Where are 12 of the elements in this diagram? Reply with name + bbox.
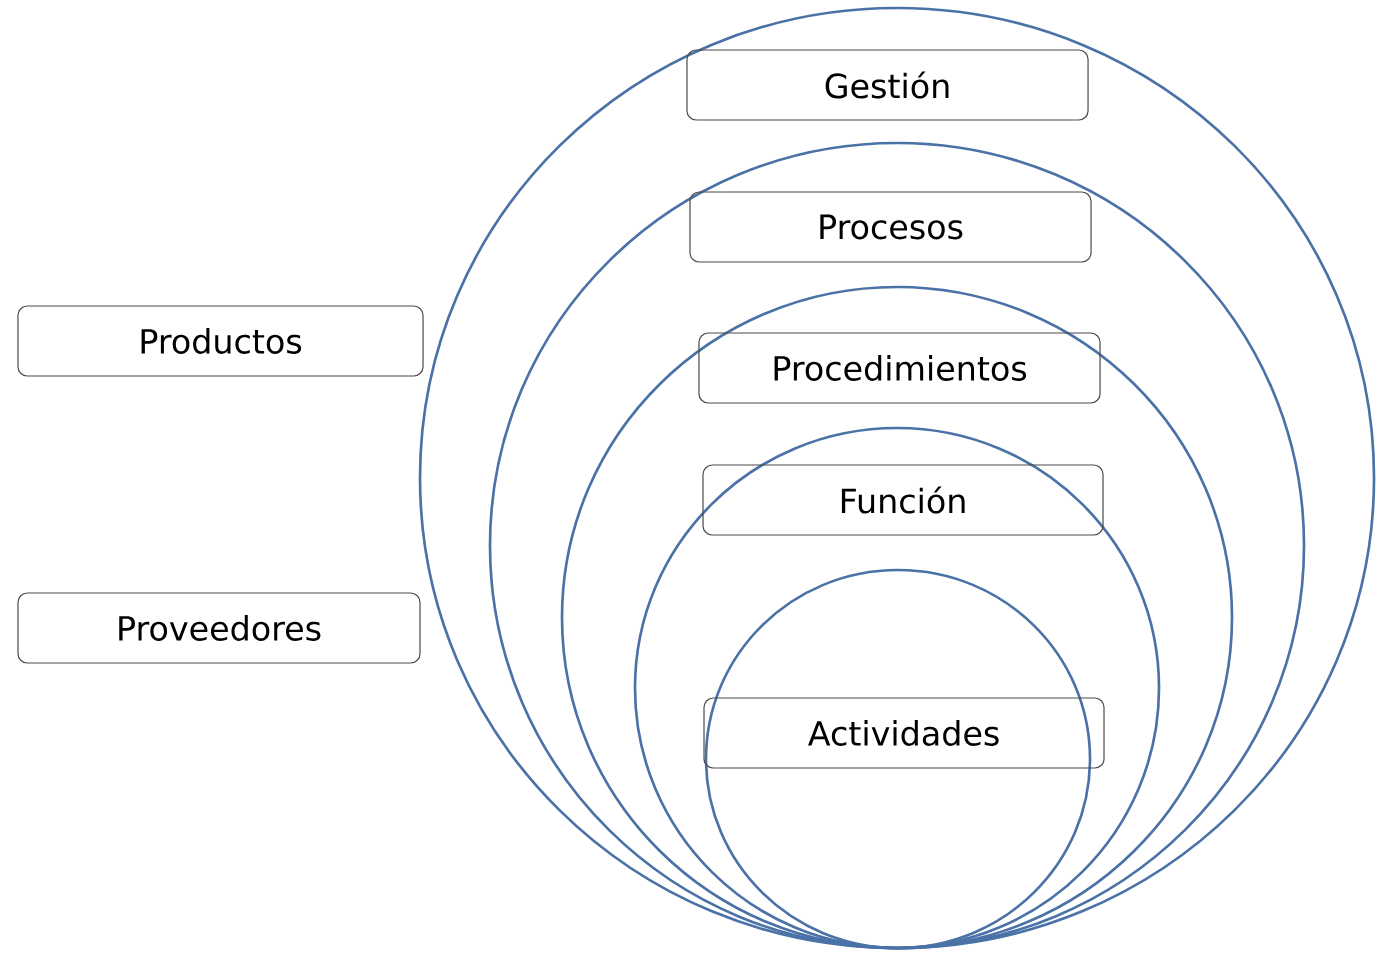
label-box: Actividades — [703, 697, 1105, 769]
label-box: Proveedores — [17, 592, 421, 664]
label-box: Gestión — [686, 49, 1089, 121]
circle — [633, 426, 1161, 950]
label-box: Función — [702, 464, 1104, 536]
label-box: Procesos — [689, 191, 1092, 263]
circle — [704, 568, 1092, 950]
circle — [560, 285, 1234, 950]
label-box: Procedimientos — [698, 332, 1101, 404]
label-box: Productos — [17, 305, 424, 377]
circle — [488, 141, 1306, 950]
circle — [418, 6, 1376, 950]
